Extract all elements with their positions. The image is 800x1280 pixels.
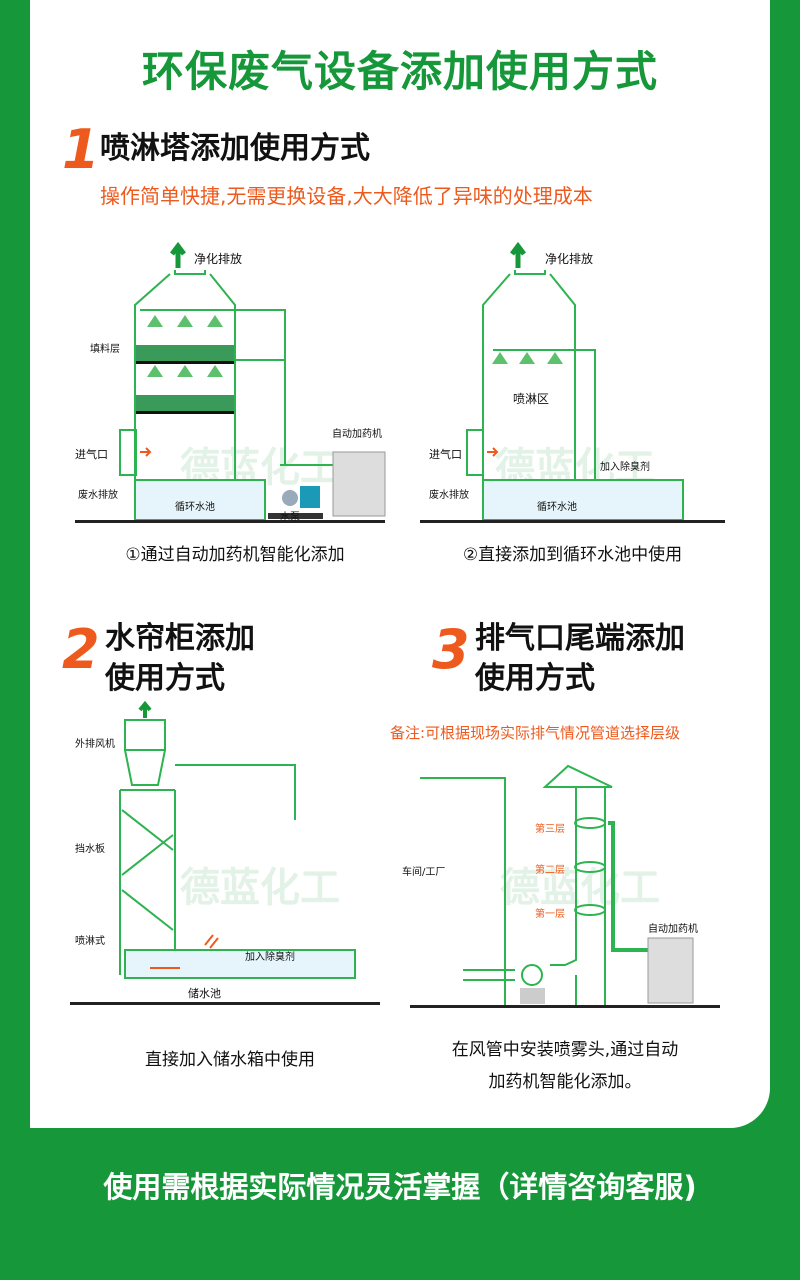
label-additive: 加入除臭剂 xyxy=(245,952,295,963)
label-doser: 自动加药机 xyxy=(332,429,382,440)
section-1-number: 1 xyxy=(62,118,100,181)
water-curtain-diagram: 德蓝化工 外排风机 挡水板 喷淋式 加入除臭剂 储水池 xyxy=(70,700,390,1010)
section-3-heading-line-2: 使用方式 xyxy=(475,661,595,696)
label-workshop: 车间/工厂 xyxy=(402,867,446,878)
watermark: 德蓝化工 xyxy=(180,865,340,911)
spray-tower-diagram-auto-doser: 德蓝化工 净化排放 填料层 进气口 废水排放 循环水池 水泵 自动加药机 xyxy=(70,240,400,530)
label-exhaust: 净化排放 xyxy=(194,252,243,266)
section-1-heading: 喷淋塔添加使用方式 xyxy=(100,131,370,166)
label-spray: 喷淋式 xyxy=(75,936,105,947)
section-3-note: 备注:可根据现场实际排气情况管道选择层级 xyxy=(390,724,681,742)
spray-tower-diagram-pool: 德蓝化工 净化排放 喷淋区 进气口 废水排放 循环水池 加入除臭剂 xyxy=(415,240,730,530)
caption-3: 直接加入储水箱中使用 xyxy=(145,1050,315,1070)
label-fan: 外排风机 xyxy=(75,739,115,750)
label-baffle: 挡水板 xyxy=(75,844,105,855)
section-2-heading-line-1: 水帘柜添加 xyxy=(105,621,255,656)
label-layer-1: 第一层 xyxy=(535,909,565,920)
label-layer-2: 第二层 xyxy=(535,865,565,876)
label-pool: 循环水池 xyxy=(175,502,215,513)
section-1-subtitle: 操作简单快捷,无需更换设备,大大降低了异味的处理成本 xyxy=(100,184,593,208)
label-spray-zone: 喷淋区 xyxy=(513,392,550,406)
caption-2: ②直接添加到循环水池中使用 xyxy=(462,545,683,565)
label-packing: 填料层 xyxy=(90,344,120,355)
section-2-number: 2 xyxy=(62,618,100,681)
section-3-number: 3 xyxy=(432,618,470,681)
watermark: 德蓝化工 xyxy=(500,865,660,911)
label-doser: 自动加药机 xyxy=(648,924,698,935)
label-layer-3: 第三层 xyxy=(535,824,565,835)
label-drain: 废水排放 xyxy=(78,490,118,501)
caption-4-line-2: 加药机智能化添加。 xyxy=(488,1072,642,1092)
label-exhaust: 净化排放 xyxy=(545,252,594,266)
label-pool: 循环水池 xyxy=(537,502,577,513)
section-2-heading-line-2: 使用方式 xyxy=(105,661,225,696)
label-additive: 加入除臭剂 xyxy=(600,462,650,473)
label-drain: 废水排放 xyxy=(429,490,469,501)
section-3-heading-line-1: 排气口尾端添加 xyxy=(475,621,685,656)
caption-1: ①通过自动加药机智能化添加 xyxy=(125,545,345,565)
footer-note: 使用需根据实际情况灵活掌握（详情咨询客服) xyxy=(103,1170,697,1204)
exhaust-outlet-diagram: 德蓝化工 车间/工厂 第三层 第二层 第一层 自动加药机 xyxy=(400,760,740,1020)
content-panel xyxy=(30,0,770,1128)
label-pump: 水泵 xyxy=(280,512,300,523)
page-title: 环保废气设备添加使用方式 xyxy=(141,47,658,96)
label-inlet: 进气口 xyxy=(429,448,462,461)
label-inlet: 进气口 xyxy=(75,448,108,461)
caption-4-line-1: 在风管中安装喷雾头,通过自动 xyxy=(451,1040,679,1060)
label-tank: 储水池 xyxy=(188,987,221,1000)
